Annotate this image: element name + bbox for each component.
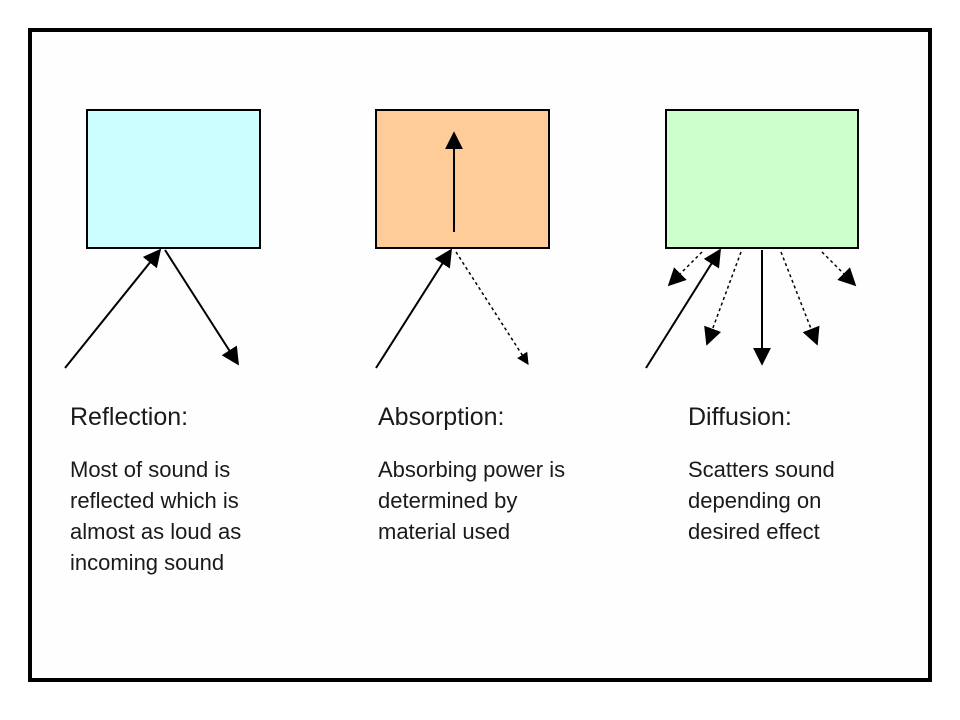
reflection-surface	[86, 109, 261, 249]
absorption-description: Absorbing power is determined by materia…	[378, 457, 566, 544]
absorption-text-block: Absorption: Absorbing power is determine…	[378, 402, 588, 547]
diffusion-surface	[665, 109, 859, 249]
reflection-text-block: Reflection: Most of sound is reflected w…	[70, 402, 285, 578]
diffusion-incident-arrow	[645, 248, 721, 369]
diffusion-description: Scatters sound depending on desired effe…	[688, 457, 835, 544]
diffusion-scatter-arrow-1	[667, 251, 703, 287]
reflection-description: Most of sound is reflected which is almo…	[70, 457, 242, 575]
absorption-surface	[375, 109, 550, 249]
diffusion-text-block: Diffusion: Scatters sound depending on d…	[688, 402, 883, 547]
absorption-incident-arrow	[375, 248, 452, 369]
reflection-title: Reflection:	[70, 403, 189, 431]
reflection-reflected-arrow	[164, 249, 239, 366]
diffusion-title: Diffusion:	[688, 403, 792, 431]
reflection-incident-arrow	[64, 248, 162, 369]
diffusion-scatter-arrow-4	[780, 251, 820, 346]
diffusion-scatter-arrow-5	[821, 251, 857, 287]
absorption-weak-reflection-arrow	[455, 251, 529, 366]
absorption-title: Absorption:	[378, 403, 505, 431]
diffusion-scatter-arrow-2	[704, 251, 742, 346]
